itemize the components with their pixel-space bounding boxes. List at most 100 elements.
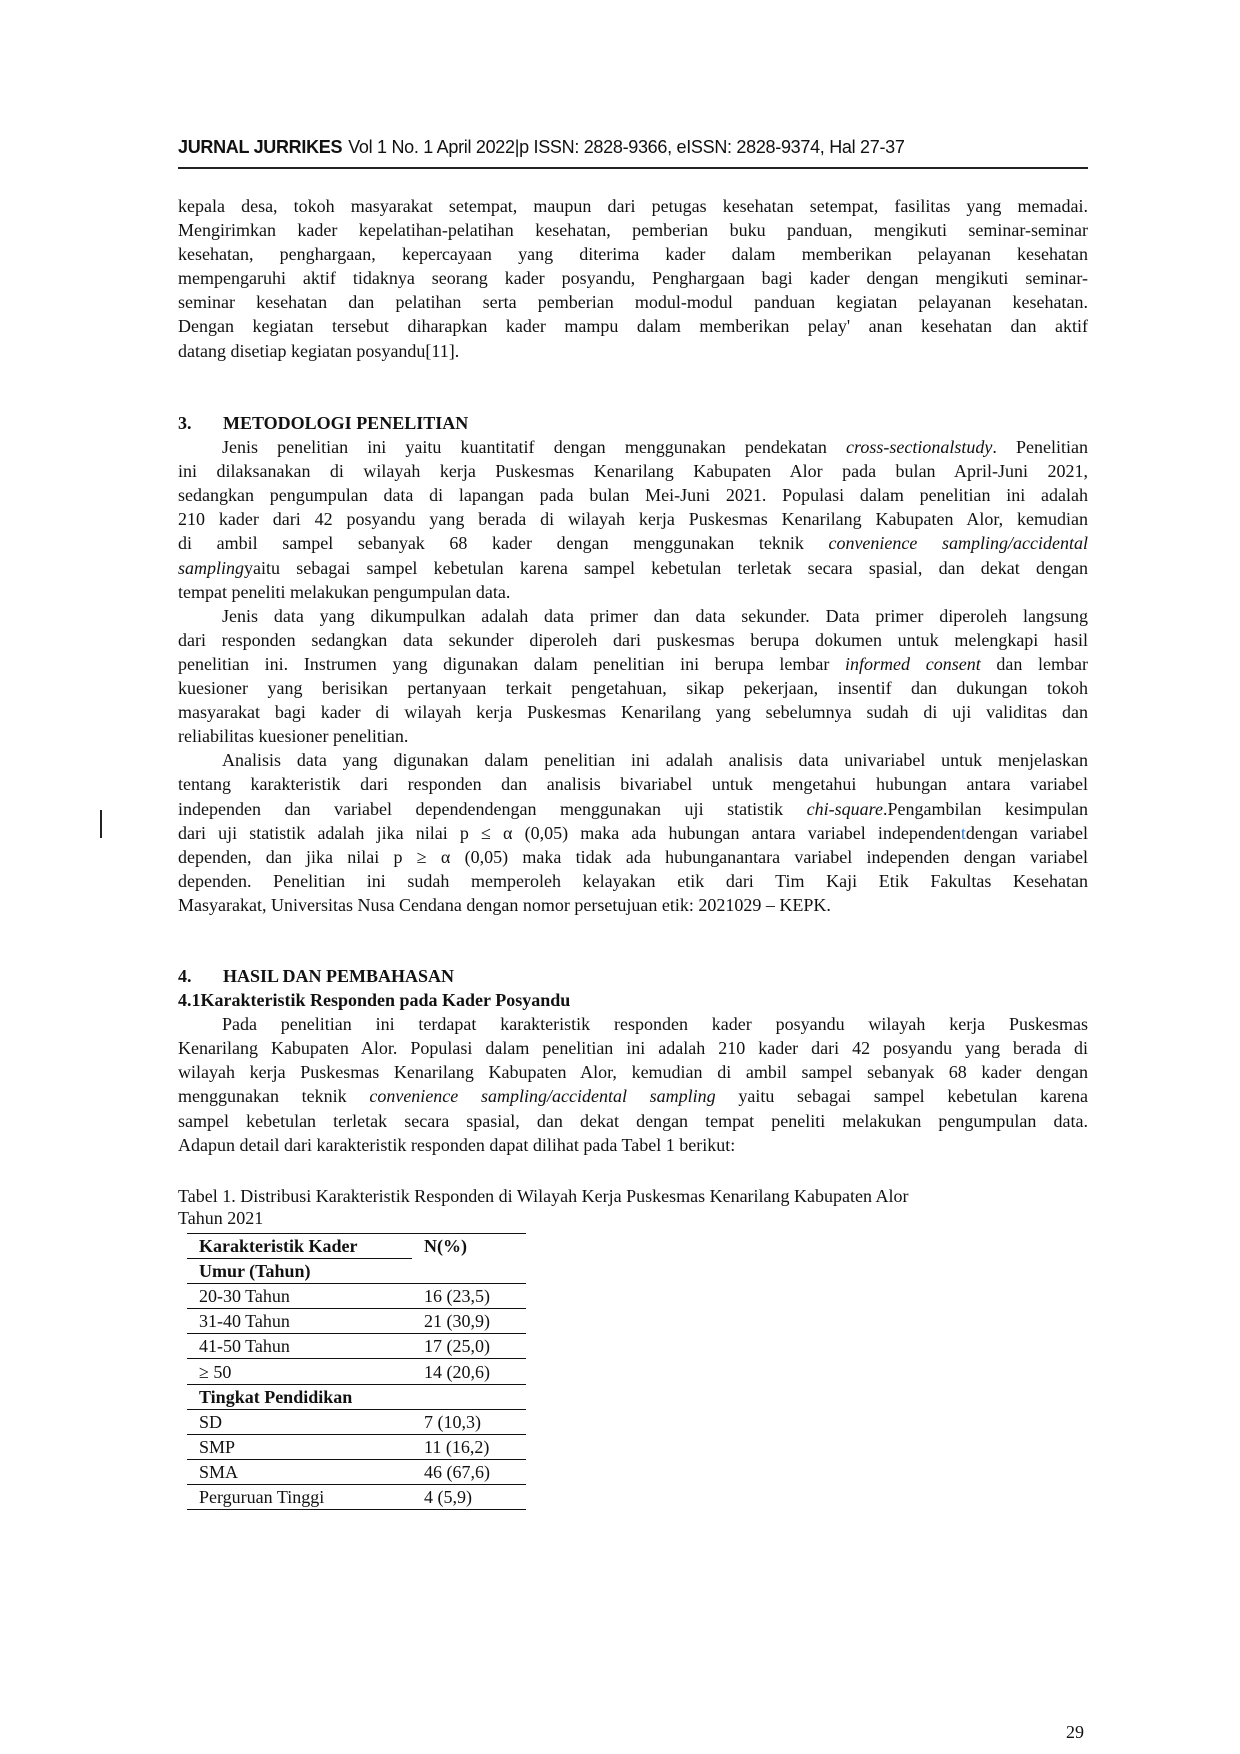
text-run: Analisis data yang digunakan dalam penel… xyxy=(222,750,1088,771)
text-run: tentang karakteristik dari responden dan… xyxy=(178,774,1088,795)
section-number: 3. xyxy=(178,413,192,433)
text-run: dependen. Penelitian ini sudah memperole… xyxy=(178,870,1088,891)
cell-label: Perguruan Tinggi xyxy=(187,1484,412,1511)
text-run: tempat peneliti melakukan pengumpulan da… xyxy=(178,581,511,602)
table-group-row: Tingkat Pendidikan xyxy=(187,1384,526,1410)
text-run: ini dilaksanakan di wilayah kerja Puskes… xyxy=(178,461,1088,482)
section-3-heading: 3. METODOLOGI PENELITIAN xyxy=(178,411,1088,435)
section-title: HASIL DAN PEMBAHASAN xyxy=(223,966,455,986)
cell-label: Tingkat Pendidikan xyxy=(187,1384,412,1410)
cell-value xyxy=(412,1384,526,1410)
text-line: Mengirimkan kader kepelatihan-pelatihan … xyxy=(178,218,1088,242)
text-run: Mengirimkan kader kepelatihan-pelatihan … xyxy=(178,220,1088,241)
cell-label: 31-40 Tahun xyxy=(187,1308,412,1335)
text-line: Kenarilang Kabupaten Alor. Populasi dala… xyxy=(178,1036,1088,1060)
italic-term: convenience sampling/accidental sampling xyxy=(369,1086,716,1107)
cell-value: 21 (30,9) xyxy=(412,1308,526,1335)
text-line: dari uji statistik adalah jika nilai p ≤… xyxy=(178,821,1088,845)
text-line: tentang karakteristik dari responden dan… xyxy=(178,772,1088,796)
text-run: yaitu sebagai sampel kebetulan karena sa… xyxy=(244,557,1088,578)
text-run: Adapun detail dari karakteristik respond… xyxy=(178,1134,736,1155)
text-run: Jenis penelitian ini yaitu kuantitatif d… xyxy=(222,437,847,458)
text-line: tempat peneliti melakukan pengumpulan da… xyxy=(178,580,1088,604)
text-run: dan lembar xyxy=(980,653,1089,674)
italic-term: informed consent xyxy=(845,653,981,674)
text-line: kuesioner yang berisikan pertanyaan terk… xyxy=(178,676,1088,700)
text-run: kepala desa, tokoh masyarakat setempat, … xyxy=(178,196,1088,216)
change-bar xyxy=(100,810,102,838)
cell-label: ≥ 50 xyxy=(187,1358,412,1385)
intro-paragraph: kepala desa, tokoh masyarakat setempat, … xyxy=(178,194,1088,363)
italic-term: convenience sampling/accidental xyxy=(828,533,1088,554)
text-line: sedangkan pengumpulan data di lapangan p… xyxy=(178,483,1088,507)
journal-info: Vol 1 No. 1 April 2022|p ISSN: 2828-9366… xyxy=(348,137,905,157)
cell-label: 20-30 Tahun xyxy=(187,1283,412,1310)
cell-value: 4 (5,9) xyxy=(412,1484,526,1511)
text-run: penelitian ini. Instrumen yang digunakan… xyxy=(178,653,846,674)
text-run: Kenarilang Kabupaten Alor. Populasi dala… xyxy=(178,1038,1088,1059)
text-line: seminar kesehatan dan pelatihan serta pe… xyxy=(178,290,1088,314)
journal-name: JURNAL JURRIKES xyxy=(178,137,343,157)
text-line: di ambil sampel sebanyak 68 kader dengan… xyxy=(178,531,1088,555)
cell-label: Umur (Tahun) xyxy=(187,1258,412,1285)
cell-value: 7 (10,3) xyxy=(412,1409,526,1435)
table-group-row: Umur (Tahun) xyxy=(187,1258,526,1285)
text-line: menggunakan teknik convenience sampling/… xyxy=(178,1084,1088,1108)
text-run: di ambil sampel sebanyak 68 kader dengan… xyxy=(178,533,829,554)
text-run: 210 kader dari 42 posyandu yang berada d… xyxy=(178,509,1088,530)
text-run: Pada penelitian ini terdapat karakterist… xyxy=(222,1014,1088,1035)
text-line: Adapun detail dari karakteristik respond… xyxy=(178,1133,1088,1157)
cell-value: 16 (23,5) xyxy=(412,1283,526,1310)
cell-value: 11 (16,2) xyxy=(412,1434,526,1460)
cell-value: N(%) xyxy=(412,1232,526,1259)
text-run: kuesioner yang berisikan pertanyaan terk… xyxy=(178,678,1088,699)
cell-value xyxy=(412,1258,526,1285)
cell-label: SMA xyxy=(187,1459,412,1485)
text-line: Jenis penelitian ini yaitu kuantitatif d… xyxy=(178,435,1088,459)
cell-value: 46 (67,6) xyxy=(412,1459,526,1485)
section-4: 4.HASIL DAN PEMBAHASAN 4.1Karakteristik … xyxy=(178,964,1088,1157)
text-line: reliabilitas kuesioner penelitian. xyxy=(178,724,1088,748)
text-line: mempengaruhi aktif tidaknya seorang kade… xyxy=(178,266,1088,290)
text-line: sampel kebetulan terletak secara spasial… xyxy=(178,1109,1088,1133)
text-run: kesehatan, penghargaan, kepercayaan yang… xyxy=(178,244,1088,265)
text-run: dependen, dan jika nilai p ≥ α (0,05) ma… xyxy=(178,846,1088,867)
text-run: yaitu sebagai sampel kebetulan karena xyxy=(715,1086,1088,1107)
section-3: 3. METODOLOGI PENELITIAN Jenis penelitian… xyxy=(178,411,1088,917)
cell-label: 41-50 Tahun xyxy=(187,1333,412,1360)
text-run: dari uji statistik adalah jika nilai p ≤… xyxy=(178,822,961,843)
text-line: ini dilaksanakan di wilayah kerja Puskes… xyxy=(178,459,1088,483)
text-run: sedangkan pengumpulan data di lapangan p… xyxy=(178,485,1088,506)
text-run: .Pengambilan kesimpulan xyxy=(883,798,1089,819)
text-line: kesehatan, penghargaan, kepercayaan yang… xyxy=(178,242,1088,266)
page-number: 29 xyxy=(1066,1722,1084,1742)
text-run: wilayah kerja Puskesmas Kenarilang Kabup… xyxy=(178,1062,1088,1083)
italic-term: sampling xyxy=(178,557,245,578)
text-line: Masyarakat, Universitas Nusa Cendana den… xyxy=(178,893,1088,917)
text-line: Pada penelitian ini terdapat karakterist… xyxy=(178,1012,1088,1036)
section-3-body: Jenis penelitian ini yaitu kuantitatif d… xyxy=(178,435,1088,917)
text-line: dependen. Penelitian ini sudah memperole… xyxy=(178,869,1088,893)
text-line: Tahun 2021 xyxy=(178,1207,1088,1229)
text-line: wilayah kerja Puskesmas Kenarilang Kabup… xyxy=(178,1060,1088,1084)
text-line: datang disetiap kegiatan posyandu[11]. xyxy=(178,339,1088,363)
text-line: masyarakat bagi kader di wilayah kerja P… xyxy=(178,700,1088,724)
text-run: datang disetiap kegiatan posyandu[11]. xyxy=(178,340,460,361)
cell-value: 17 (25,0) xyxy=(412,1333,526,1360)
text-run: masyarakat bagi kader di wilayah kerja P… xyxy=(178,702,1088,723)
text-line: independen dan variabel dependendengan m… xyxy=(178,797,1088,821)
section-title: METODOLOGI PENELITIAN xyxy=(223,413,469,433)
header-rule xyxy=(178,167,1088,169)
cell-label: SD xyxy=(187,1409,412,1435)
text-line: kepala desa, tokoh masyarakat setempat, … xyxy=(178,194,1088,218)
text-run: Tabel 1. Distribusi Karakteristik Respon… xyxy=(178,1186,909,1206)
